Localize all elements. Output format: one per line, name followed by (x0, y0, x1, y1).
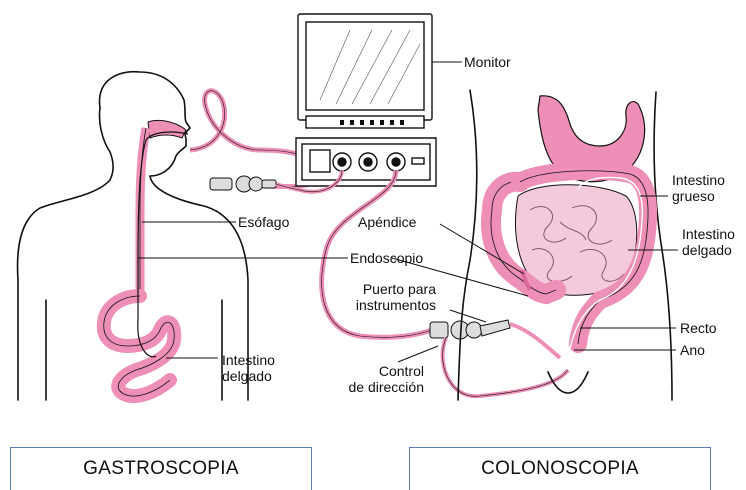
label-intestino-grueso-line1: Intestino (672, 172, 725, 188)
label-monitor: Monitor (464, 54, 511, 70)
label-esofago: Esófago (238, 214, 289, 230)
label-control: Control de dirección (318, 363, 424, 395)
label-endoscopio: Endoscopio (350, 250, 423, 266)
processor-unit (296, 138, 436, 186)
label-ano: Ano (680, 342, 705, 358)
label-intestino-grueso: Intestino grueso (672, 172, 725, 204)
label-puerto: Puerto para instrumentos (340, 281, 436, 313)
label-apendice: Apéndice (358, 214, 416, 230)
label-intestino-delgado-right-line1: Intestino (682, 226, 735, 242)
caption-colonoscopia: COLONOSCOPIA (409, 447, 711, 490)
control-head-right (430, 320, 510, 339)
label-intestino-delgado-left: Intestino delgado (222, 352, 275, 384)
label-intestino-delgado-left-line2: delgado (222, 368, 275, 384)
monitor (298, 14, 432, 128)
label-intestino-delgado-right: Intestino delgado (682, 226, 735, 258)
label-intestino-grueso-line2: grueso (672, 188, 725, 204)
label-control-line2: de dirección (318, 379, 424, 395)
label-puerto-line1: Puerto para (340, 281, 436, 297)
control-head-left (210, 176, 276, 192)
label-recto: Recto (680, 320, 717, 336)
caption-gastroscopia: GASTROSCOPIA (10, 447, 312, 490)
label-intestino-delgado-left-line1: Intestino (222, 352, 275, 368)
label-intestino-delgado-right-line2: delgado (682, 242, 735, 258)
label-control-line1: Control (318, 363, 424, 379)
label-puerto-line2: instrumentos (340, 297, 436, 313)
